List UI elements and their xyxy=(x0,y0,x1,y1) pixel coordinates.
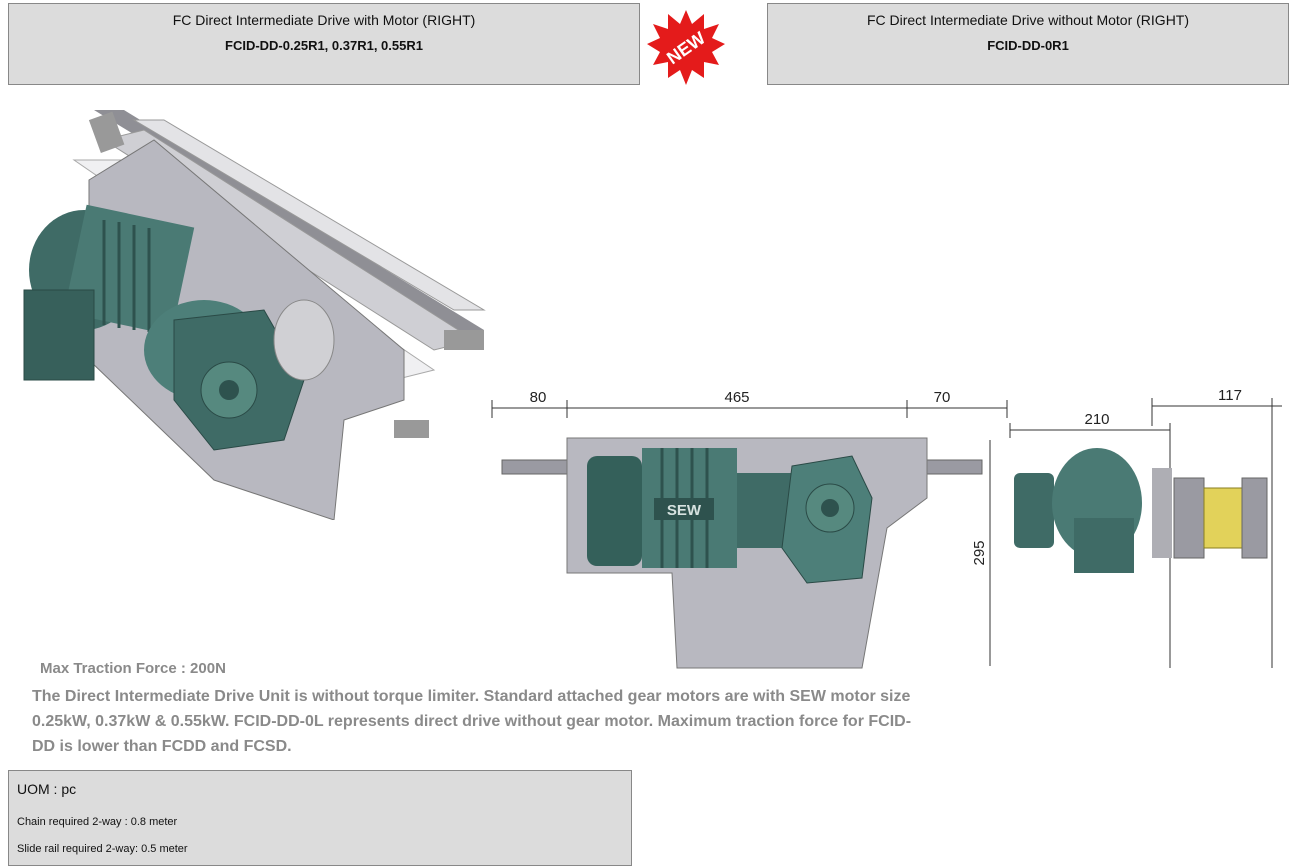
description-line-3: DD is lower than FCDD and FCSD. xyxy=(32,738,292,755)
dim-465-label: 465 xyxy=(724,389,749,406)
description-line-1: The Direct Intermediate Drive Unit is wi… xyxy=(32,688,911,705)
chain-required: Chain required 2-way : 0.8 meter xyxy=(17,816,178,828)
uom-box: UOM : pc Chain required 2-way : 0.8 mete… xyxy=(8,770,632,866)
dim-117-label: 117 xyxy=(1218,387,1242,404)
left-header-box: FC Direct Intermediate Drive with Motor … xyxy=(8,3,640,85)
dim-80-label: 80 xyxy=(530,389,547,406)
right-header-title: FC Direct Intermediate Drive without Mot… xyxy=(866,12,1190,28)
slide-rail-required: Slide rail required 2-way: 0.5 meter xyxy=(17,843,188,855)
dim-70-label: 70 xyxy=(934,389,951,406)
dim-295-label: 295 xyxy=(971,540,988,565)
left-header-title: FC Direct Intermediate Drive with Motor … xyxy=(172,12,476,28)
uom-label: UOM : pc xyxy=(17,781,77,797)
max-traction-force: Max Traction Force : 200N xyxy=(40,660,226,677)
drive-unit-3d-render xyxy=(14,100,494,521)
right-header-box: FC Direct Intermediate Drive without Mot… xyxy=(767,3,1289,85)
new-badge-icon: NEW xyxy=(646,8,726,88)
left-header-part-numbers: FCID-DD-0.25R1, 0.37R1, 0.55R1 xyxy=(225,38,423,53)
description-line-2: 0.25kW, 0.37kW & 0.55kW. FCID-DD-0L repr… xyxy=(32,713,912,730)
right-header-part-number: FCID-DD-0R1 xyxy=(987,38,1069,53)
dim-210-label: 210 xyxy=(1084,411,1109,428)
dimension-drawing: 80 465 70 117 210 295 SEW xyxy=(462,378,1290,670)
sew-motor-label: SEW xyxy=(667,502,702,519)
